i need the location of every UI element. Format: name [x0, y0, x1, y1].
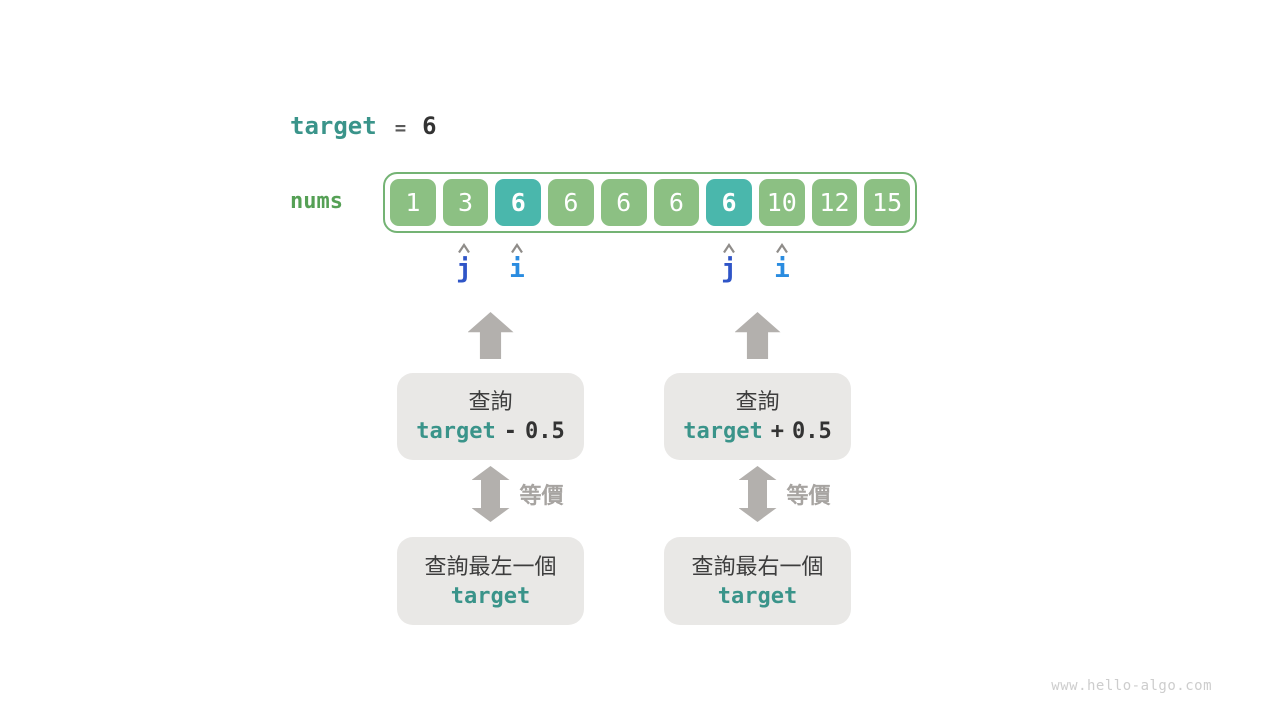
equivalence-label: 等價: [786, 483, 831, 508]
array-cell-highlighted: 6: [495, 179, 542, 226]
query-box-left: 查詢 target - 0.5: [397, 373, 584, 460]
array-cell: 15: [864, 179, 911, 226]
query-offset: 0.5: [524, 419, 565, 444]
up-arrow-icon: [467, 312, 514, 359]
pointer-i: i: [509, 243, 525, 283]
pointer-letter: i: [774, 254, 790, 284]
pointer-letter: j: [721, 254, 737, 284]
array-cell: 6: [653, 179, 700, 226]
target-variable: target: [290, 112, 377, 140]
equivalence-row-right: 等價: [664, 466, 851, 522]
query-expression: target - 0.5: [416, 419, 564, 444]
result-label: 查詢最左一個: [424, 553, 557, 579]
query-offset: 0.5: [791, 419, 832, 444]
query-variable: target: [683, 419, 763, 444]
caret-up-icon: [776, 243, 788, 254]
query-variable: target: [416, 419, 496, 444]
plus-operator: +: [770, 419, 784, 444]
array-cell: 12: [811, 179, 858, 226]
array-label: nums: [290, 189, 343, 214]
caret-up-icon: [723, 243, 735, 254]
array-cell: 6: [548, 179, 594, 226]
array-cell: 1: [390, 179, 436, 226]
query-label: 查詢: [468, 389, 513, 414]
result-label: 查詢最右一個: [691, 553, 824, 579]
caret-up-icon: [511, 243, 523, 254]
result-expression: target: [451, 584, 530, 609]
result-variable: target: [450, 583, 531, 609]
query-label: 查詢: [735, 389, 780, 414]
equivalence-arrow-icon: [471, 466, 510, 522]
equals-sign: =: [394, 117, 407, 139]
result-box-right: 查詢最右一個 target: [664, 537, 851, 625]
array-cell-highlighted: 6: [706, 179, 752, 226]
equivalence-label: 等價: [519, 483, 564, 508]
array-cell: 6: [600, 179, 647, 226]
query-expression: target + 0.5: [683, 419, 831, 444]
target-assignment: target = 6: [290, 112, 437, 140]
result-expression: target: [718, 584, 797, 609]
equivalence-arrow-icon: [738, 466, 777, 522]
pointer-letter: j: [456, 254, 472, 284]
equivalence-row-left: 等價: [397, 466, 584, 522]
pointer-i: i: [774, 243, 790, 283]
up-arrow-icon: [734, 312, 781, 359]
query-box-right: 查詢 target + 0.5: [664, 373, 851, 460]
watermark: www.hello-algo.com: [1051, 678, 1212, 694]
result-box-left: 查詢最左一個 target: [397, 537, 584, 625]
minus-operator: -: [503, 419, 517, 444]
pointer-j: j: [721, 243, 737, 283]
flow-column-right: 查詢 target + 0.5 等價 查詢最右一個 target: [664, 312, 851, 625]
pointer-letter: i: [509, 254, 525, 284]
target-value: 6: [422, 112, 437, 140]
array-cell: 10: [758, 179, 805, 226]
caret-up-icon: [458, 243, 470, 254]
pointer-j: j: [456, 243, 472, 283]
result-variable: target: [717, 583, 798, 609]
flow-column-left: 查詢 target - 0.5 等價 查詢最左一個 target: [397, 312, 584, 625]
array-cell: 3: [442, 179, 489, 226]
